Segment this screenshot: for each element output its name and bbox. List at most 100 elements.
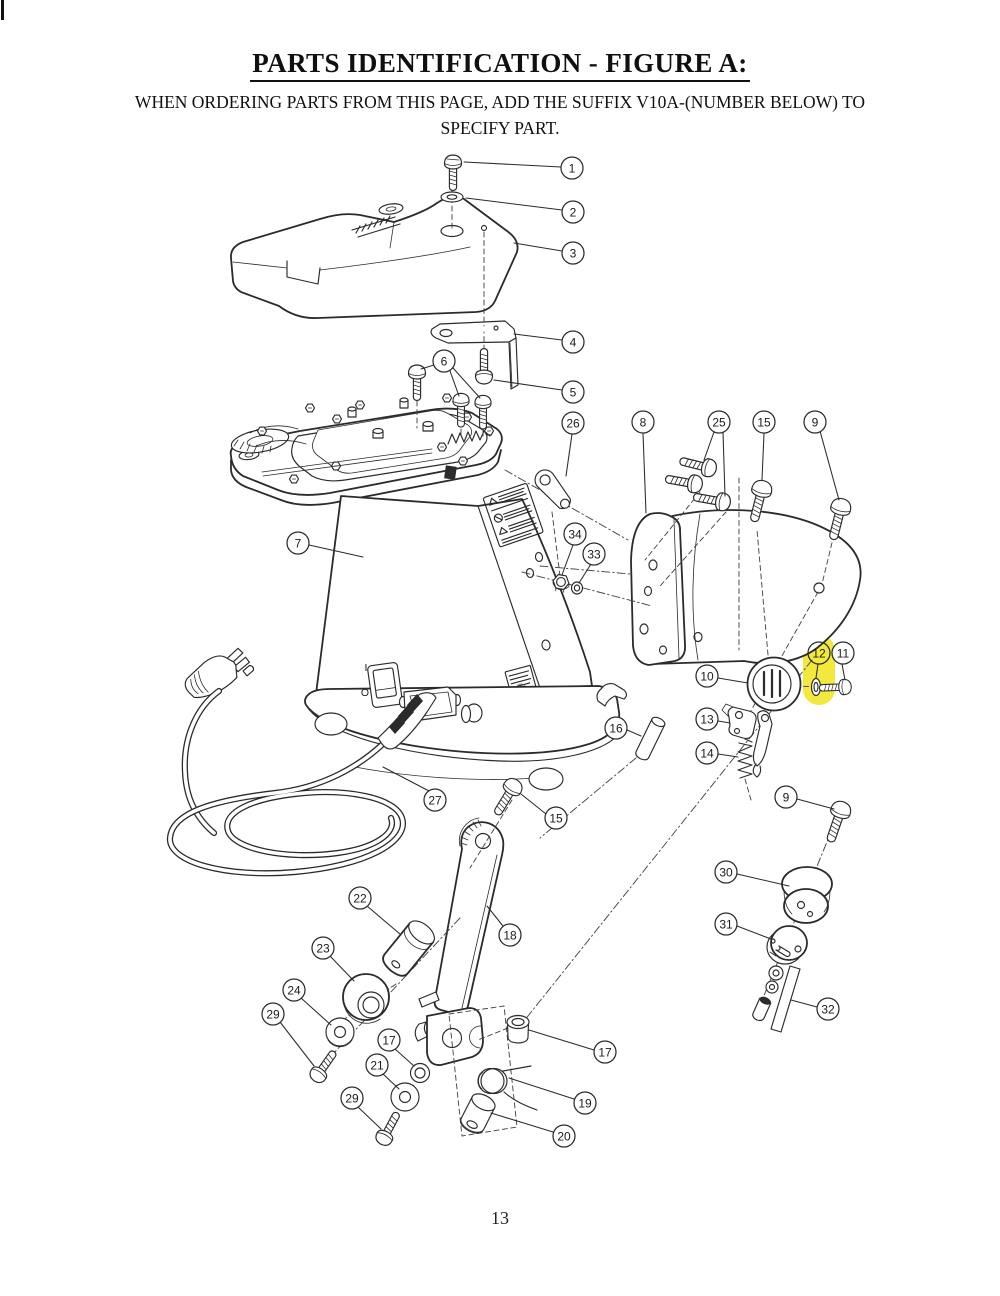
power-switch-off-label: O xyxy=(361,687,369,699)
latch-spring xyxy=(737,738,753,779)
callout-17: 17 xyxy=(528,1029,617,1064)
cam-disc xyxy=(766,925,808,965)
callout-15: 15 xyxy=(520,793,568,830)
svg-text:25: 25 xyxy=(712,415,726,429)
lever-arm xyxy=(414,817,505,1066)
pivot-screw-bottom xyxy=(820,798,854,846)
ordering-instructions: WHEN ORDERING PARTS FROM THIS PAGE, ADD … xyxy=(70,89,930,142)
page-number: 13 xyxy=(491,1208,509,1228)
svg-text:22: 22 xyxy=(353,891,367,905)
foot-right xyxy=(528,767,564,791)
svg-text:24: 24 xyxy=(287,983,301,997)
callout-8: 8 xyxy=(631,410,655,514)
lever-screw xyxy=(487,774,526,820)
svg-text:27: 27 xyxy=(428,793,442,807)
rear-hook xyxy=(596,682,628,707)
callout-34: 34 xyxy=(561,522,587,576)
shoulder-bushing xyxy=(506,1014,530,1044)
callout-2: 2 xyxy=(465,197,585,224)
callout-11: 11 xyxy=(831,641,855,681)
svg-text:10: 10 xyxy=(700,669,714,683)
svg-text:17: 17 xyxy=(598,1045,612,1059)
foot-left xyxy=(314,712,348,736)
svg-text:6: 6 xyxy=(441,354,448,368)
callout-31: 31 xyxy=(714,912,772,940)
svg-text:5: 5 xyxy=(570,385,577,399)
callout-30: 30 xyxy=(714,860,790,887)
vent-slots xyxy=(351,215,401,238)
guard-screw-a xyxy=(677,451,719,480)
callout-21: 21 xyxy=(365,1053,400,1090)
callout-16: 16 xyxy=(604,716,642,740)
svg-text:16: 16 xyxy=(609,721,623,735)
callout-5: 5 xyxy=(493,379,585,404)
callout-4: 4 xyxy=(513,330,585,354)
flat-washer-24 xyxy=(325,1017,355,1048)
page-title: PARTS IDENTIFICATION - FIGURE A: xyxy=(250,48,750,82)
callout-32: 32 xyxy=(790,997,840,1021)
callout-33: 33 xyxy=(578,542,606,584)
cover-bracket xyxy=(430,320,519,390)
callout-20: 20 xyxy=(490,1112,576,1148)
latch-bracket xyxy=(721,703,773,778)
callout-26: 26 xyxy=(561,411,585,477)
roller xyxy=(382,920,435,977)
hex-nut xyxy=(552,573,570,593)
svg-text:3: 3 xyxy=(570,246,577,260)
svg-text:9: 9 xyxy=(783,790,790,804)
guard-plate xyxy=(630,509,862,666)
svg-text:20: 20 xyxy=(557,1129,571,1143)
svg-text:19: 19 xyxy=(578,1096,592,1110)
top-cover xyxy=(230,195,519,319)
svg-text:32: 32 xyxy=(821,1002,835,1016)
link xyxy=(534,469,571,510)
feed-spring xyxy=(447,430,491,445)
callout-3: 3 xyxy=(513,241,585,265)
svg-text:2: 2 xyxy=(570,205,577,219)
callout-14: 14 xyxy=(695,741,739,765)
power-switch[interactable] xyxy=(367,662,403,708)
cover-washer xyxy=(440,191,464,203)
callout-9: 9 xyxy=(803,410,840,501)
svg-text:15: 15 xyxy=(757,415,771,429)
flanged-bushing xyxy=(342,973,390,1024)
roll-pin xyxy=(635,716,666,761)
callout-17: 17 xyxy=(377,1028,415,1067)
callout-22: 22 xyxy=(348,886,401,935)
svg-text:13: 13 xyxy=(700,712,714,726)
spring-roller xyxy=(460,1093,496,1134)
bracket-stud-screw xyxy=(474,347,494,385)
callout-9: 9 xyxy=(774,785,835,810)
callout-24: 24 xyxy=(282,978,332,1026)
svg-text:12: 12 xyxy=(812,646,826,660)
pedestal-body xyxy=(315,482,593,711)
page-header: PARTS IDENTIFICATION - FIGURE A: WHEN OR… xyxy=(0,48,1000,142)
svg-text:29: 29 xyxy=(266,1007,280,1021)
callout-13: 13 xyxy=(695,707,731,731)
mount-screw-upper xyxy=(306,1046,342,1087)
cover-screw xyxy=(443,154,463,192)
svg-text:26: 26 xyxy=(566,416,580,430)
plate-posts xyxy=(347,397,434,439)
callout-7: 7 xyxy=(286,531,364,558)
callout-27: 27 xyxy=(382,766,447,812)
svg-text:33: 33 xyxy=(587,547,601,561)
callout-23: 23 xyxy=(311,936,355,982)
adjust-knob xyxy=(746,656,802,712)
callout-29: 29 xyxy=(340,1086,382,1130)
side-cap xyxy=(460,703,483,724)
power-switch-on-label: I xyxy=(365,662,368,674)
callout-15: 15 xyxy=(752,410,776,481)
svg-text:18: 18 xyxy=(503,928,517,942)
svg-text:17: 17 xyxy=(382,1033,396,1047)
pin-assembly xyxy=(752,965,801,1033)
drive-plate-assembly xyxy=(229,393,503,506)
svg-text:4: 4 xyxy=(570,335,577,349)
ring-washer-17 xyxy=(409,1062,431,1084)
mounting-flange xyxy=(630,512,686,666)
svg-text:15: 15 xyxy=(549,811,563,825)
callout-19: 19 xyxy=(508,1077,597,1115)
callout-6: 6 xyxy=(420,349,481,399)
